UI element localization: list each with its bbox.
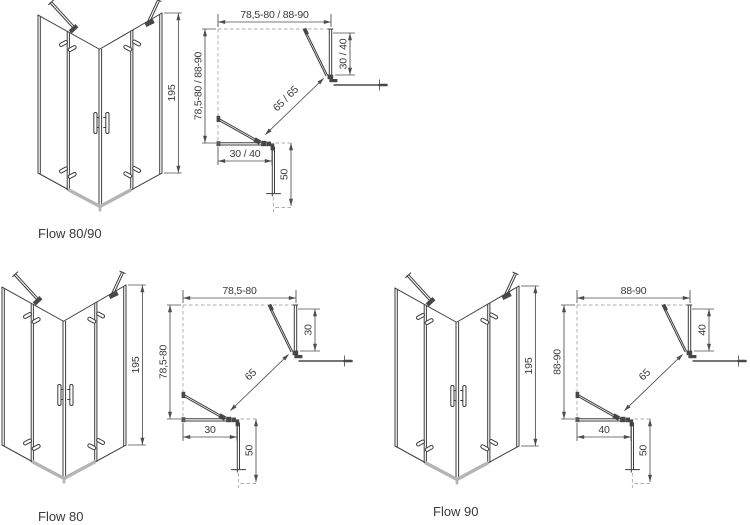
group-flow-80-90: 195 78,5-80 / 88-90 78,5-80 / 88-90 30 /… [38, 0, 387, 241]
dimension-width-top: 78,5-80 / 88-90 [240, 9, 309, 21]
shower-3d-view [395, 272, 539, 484]
dimension-height: 195 [166, 84, 178, 101]
dimension-side-panel: 40 [697, 324, 709, 336]
plan-view [561, 290, 746, 488]
plan-view [167, 290, 352, 488]
dimension-side-panel: 30 [303, 324, 315, 336]
dimension-depth-left: 88-90 [552, 349, 564, 375]
dimension-height: 195 [523, 357, 535, 374]
dimension-entry-diagonal: 65 / 65 [271, 84, 301, 114]
dimension-side-panel: 30 / 40 [338, 38, 350, 69]
dimension-extension: 50 [279, 169, 291, 181]
dimension-side-panel-bottom: 30 / 40 [230, 148, 261, 160]
dimension-width-top: 88-90 [621, 285, 647, 297]
dimension-extension: 50 [244, 445, 256, 457]
dimension-side-panel-bottom: 40 [598, 424, 610, 436]
plan-view [202, 14, 387, 212]
dimension-height: 195 [130, 356, 142, 373]
dimension-depth-left: 78,5-80 / 88-90 [193, 52, 205, 121]
dimension-entry-diagonal: 65 [243, 366, 260, 383]
dimension-depth-left: 78,5-80 [158, 345, 170, 380]
group-flow-90: 195 88-90 88-90 40 65 40 50 Flow 90 [395, 272, 746, 519]
dimension-extension: 50 [638, 445, 650, 457]
product-label: Flow 80 [38, 509, 84, 524]
group-flow-80: 195 78,5-80 78,5-80 30 65 30 50 Flow 80 [2, 271, 352, 524]
product-label: Flow 90 [433, 504, 479, 519]
dimension-entry-diagonal: 65 [637, 366, 654, 383]
dimension-side-panel-bottom: 30 [204, 424, 216, 436]
product-label: Flow 80/90 [38, 226, 102, 241]
shower-3d-view [38, 0, 182, 212]
dimension-width-top: 78,5-80 [222, 285, 257, 297]
shower-3d-view [2, 271, 146, 483]
